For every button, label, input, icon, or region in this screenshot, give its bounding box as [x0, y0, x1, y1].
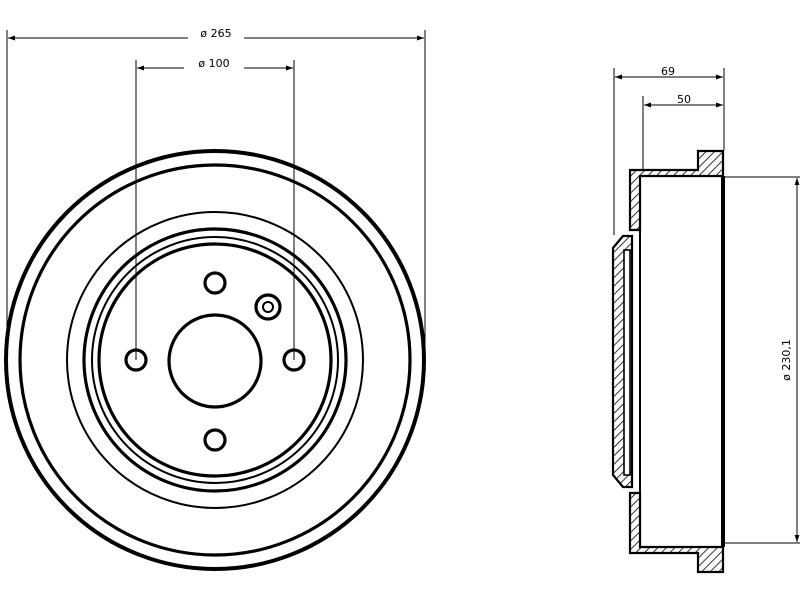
section-bottom-wall — [628, 491, 725, 574]
bolt-circle-dimension: ø 100 — [135, 57, 295, 360]
hub-face-edge-circle — [97, 242, 333, 478]
inner-diameter-dimension: ø 230,1 — [722, 176, 800, 544]
hub-face-inner-circle — [91, 236, 339, 484]
hub-web-inner-face — [623, 249, 631, 476]
total-width-label: 69 — [661, 65, 675, 78]
bolt-circle-label: ø 100 — [198, 57, 229, 70]
total-width-dimension: 69 — [613, 65, 725, 235]
hub-face-outer-circle — [82, 227, 348, 493]
rim-step-circle — [18, 163, 412, 557]
front-view: ø 265 ø 100 — [4, 27, 426, 571]
side-section-view: 69 50 ø 230,1 — [611, 65, 800, 574]
bolt-hole-right — [282, 348, 306, 372]
outer-diameter-label: ø 265 — [200, 27, 231, 40]
bolt-hole-bottom — [203, 428, 227, 452]
drum-depth-dimension: 50 — [642, 93, 723, 170]
friction-surface-circle — [66, 211, 364, 509]
bolt-hole-top — [203, 271, 227, 295]
section-top-wall — [628, 149, 725, 232]
inspection-hole — [254, 293, 282, 321]
inner-diameter-label: ø 230,1 — [780, 339, 793, 381]
bolt-hole-left — [124, 348, 148, 372]
outer-rim-circle — [4, 149, 426, 571]
center-bore — [167, 313, 263, 409]
outer-diameter-dimension: ø 265 — [6, 27, 426, 345]
drum-depth-label: 50 — [677, 93, 691, 106]
